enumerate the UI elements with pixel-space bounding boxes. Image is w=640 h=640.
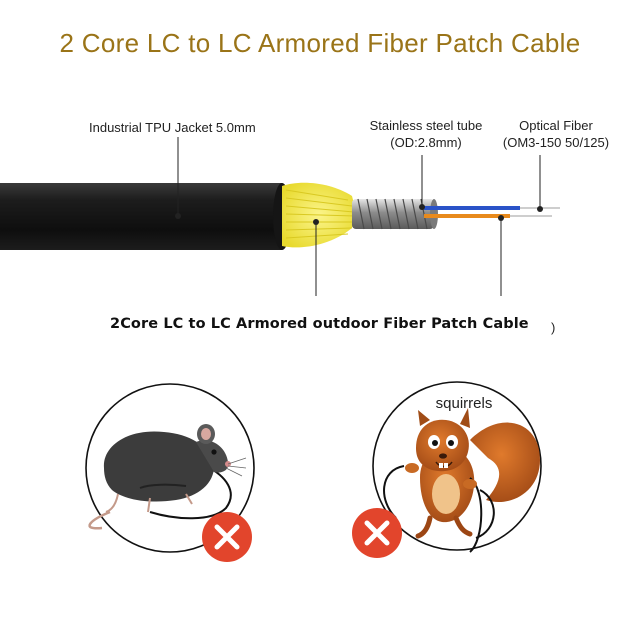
cross-badge-icon [352,508,402,558]
squirrel-icon [383,408,540,553]
aramid-yarn [282,182,356,248]
fiber-label-line2: (OM3-150 50/125) [502,135,610,150]
squirrels-label: squirrels [435,395,493,412]
tpu-jacket [0,183,291,250]
cable-caption: 2Core LC to LC Armored outdoor Fiber Pat… [110,316,529,332]
mouse-panel [85,383,255,562]
cross-badge-icon [202,512,252,562]
jacket-label: Industrial TPU Jacket 5.0mm [89,120,256,135]
callout-dots [175,204,543,225]
callout-lines [177,137,541,296]
caption-tail: ) [551,320,556,335]
fiber-label-line1: Optical Fiber [519,118,593,133]
squirrel-panel [352,381,542,558]
tube-label-line1: Stainless steel tube [369,118,483,133]
tube-label-line2: (OD:2.8mm) [390,135,462,150]
mouse-icon [88,424,247,530]
page-title: 2 Core LC to LC Armored Fiber Patch Cabl… [59,28,581,58]
